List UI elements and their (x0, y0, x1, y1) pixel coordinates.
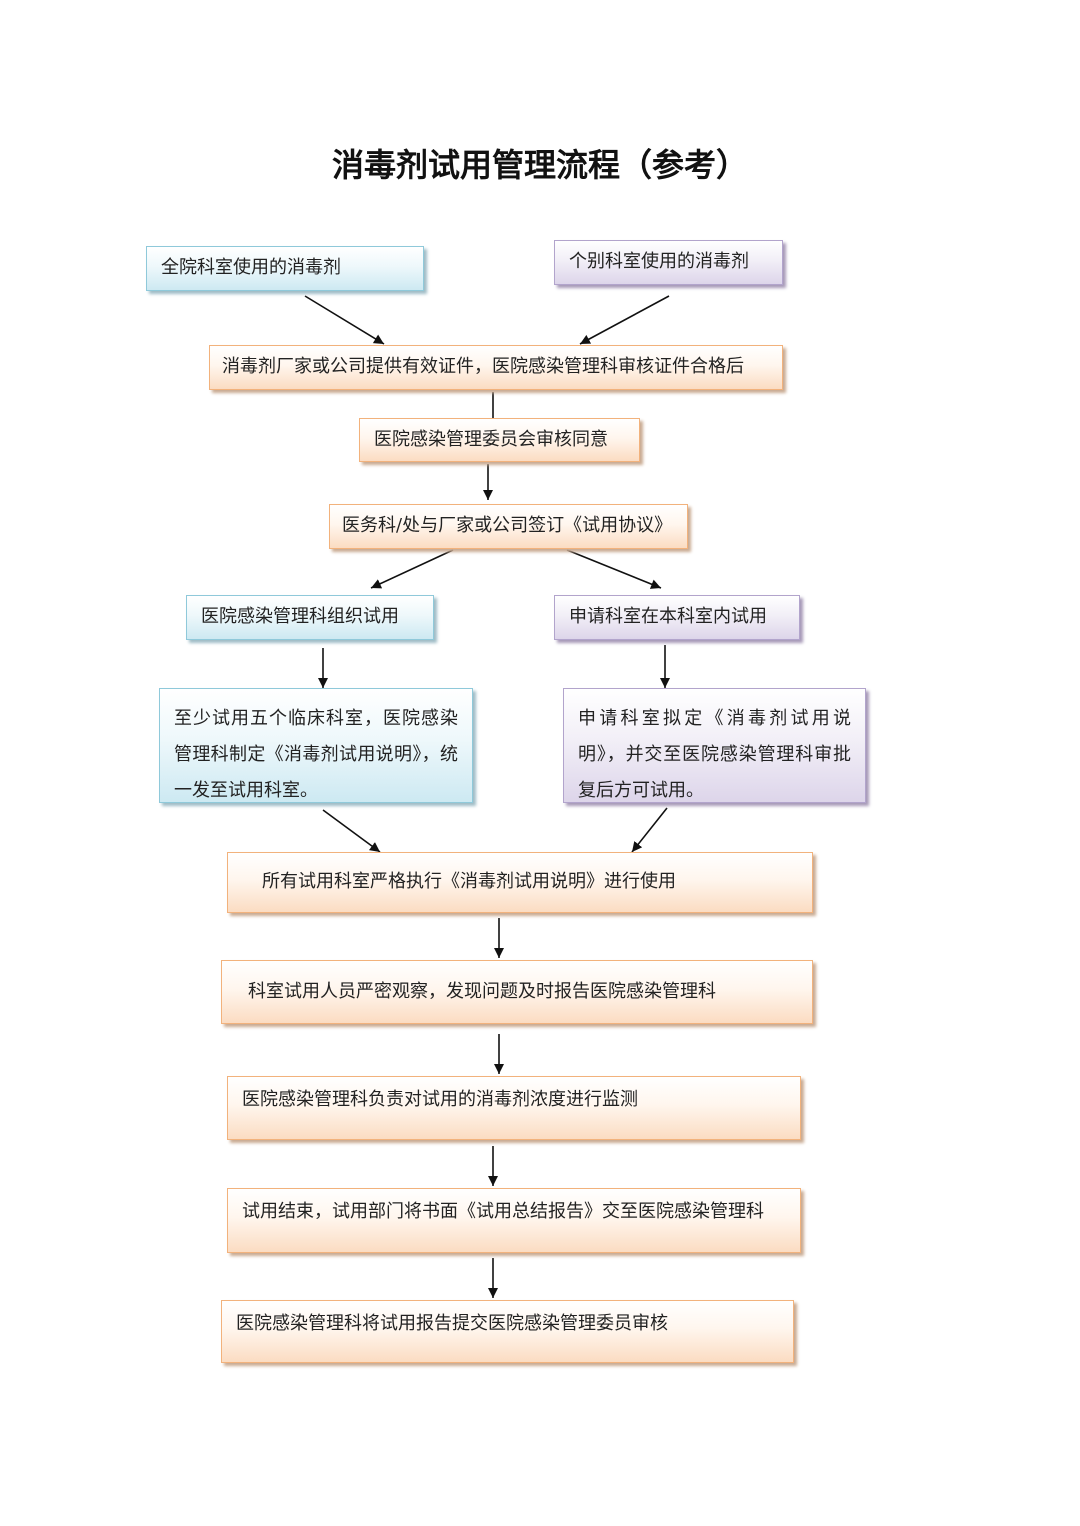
arrow-agreement-to-applicant (566, 549, 662, 589)
step-applicant-draft: 申请科室拟定《消毒剂试用说明》，并交至医院感染管理科审批复后方可试用。 (563, 688, 866, 803)
step-five-departments: 至少试用五个临床科室，医院感染管理科制定《消毒剂试用说明》，统一发至试用科室。 (159, 688, 473, 803)
step-infection-dept-organize: 医院感染管理科组织试用 (186, 595, 434, 640)
step-execute-instructions: 所有试用科室严格执行《消毒剂试用说明》进行使用 (227, 852, 813, 913)
page-title: 消毒剂试用管理流程（参考） (331, 146, 748, 184)
arrow-five-to-execute (322, 809, 381, 853)
step-all-departments: 全院科室使用的消毒剂 (146, 246, 424, 291)
step-applicant-dept-trial: 申请科室在本科室内试用 (554, 595, 800, 640)
step-monitor-concentration: 医院感染管理科负责对试用的消毒剂浓度进行监测 (227, 1076, 801, 1140)
arrow-draft-to-execute (631, 807, 668, 853)
step-certificate-review: 消毒剂厂家或公司提供有效证件，医院感染管理科审核证件合格后 (209, 345, 783, 390)
arrow-all-to-cert (304, 295, 385, 345)
arrow-individual-to-cert (579, 295, 670, 345)
step-submit-committee: 医院感染管理科将试用报告提交医院感染管理委员审核 (221, 1300, 794, 1363)
step-trial-end-report: 试用结束，试用部门将书面《试用总结报告》交至医院感染管理科 (227, 1188, 801, 1253)
step-individual-departments: 个别科室使用的消毒剂 (554, 240, 783, 285)
step-committee-approval: 医院感染管理委员会审核同意 (359, 418, 640, 462)
step-sign-agreement: 医务科/处与厂家或公司签订《试用协议》 (329, 504, 688, 549)
step-observe-report: 科室试用人员严密观察，发现问题及时报告医院感染管理科 (221, 960, 813, 1024)
arrow-agreement-to-infection (370, 549, 454, 589)
